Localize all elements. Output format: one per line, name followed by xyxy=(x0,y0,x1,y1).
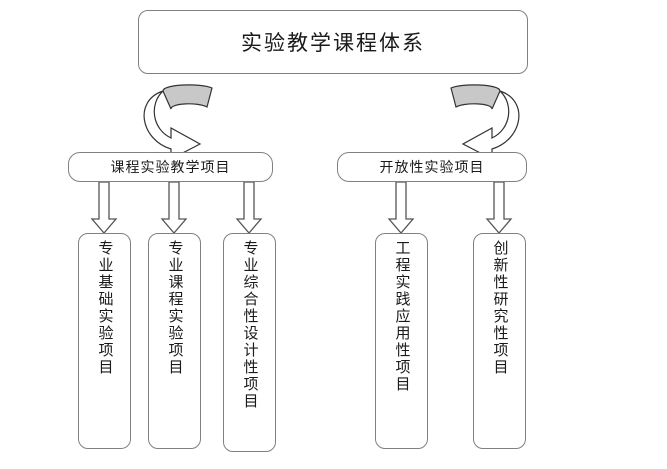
leaf-node-label: 专业课程实验项目 xyxy=(166,240,184,376)
leaf-node-label: 工程实践应用性项目 xyxy=(393,240,411,393)
block-arrow-down-icon xyxy=(387,181,415,234)
curved-arrow-left-icon xyxy=(450,84,520,160)
leaf-node-major-basic-experiment: 专业基础实验项目 xyxy=(78,233,131,449)
block-arrow-down-icon xyxy=(485,181,513,234)
branch-node-course-experiment-teaching: 课程实验教学项目 xyxy=(68,152,273,182)
leaf-node-label: 专业基础实验项目 xyxy=(96,240,114,376)
leaf-node-label: 专业综合性设计性项目 xyxy=(241,240,259,410)
root-node-experimental-teaching-system: 实验教学课程体系 xyxy=(138,10,528,74)
branch-node-open-experiment: 开放性实验项目 xyxy=(337,152,527,182)
leaf-node-major-comprehensive-design: 专业综合性设计性项目 xyxy=(223,233,276,452)
leaf-node-innovative-research: 创新性研究性项目 xyxy=(473,233,526,449)
block-arrow-down-icon xyxy=(90,181,118,234)
leaf-node-engineering-practice-application: 工程实践应用性项目 xyxy=(375,233,428,449)
root-node-label: 实验教学课程体系 xyxy=(241,32,425,55)
branch-node-label: 课程实验教学项目 xyxy=(110,159,231,175)
leaf-node-label: 创新性研究性项目 xyxy=(491,240,509,376)
block-arrow-down-icon xyxy=(160,181,188,234)
curved-arrow-right-icon xyxy=(143,84,213,160)
leaf-node-major-course-experiment: 专业课程实验项目 xyxy=(148,233,201,449)
block-arrow-down-icon xyxy=(235,181,263,234)
branch-node-label: 开放性实验项目 xyxy=(379,159,485,175)
